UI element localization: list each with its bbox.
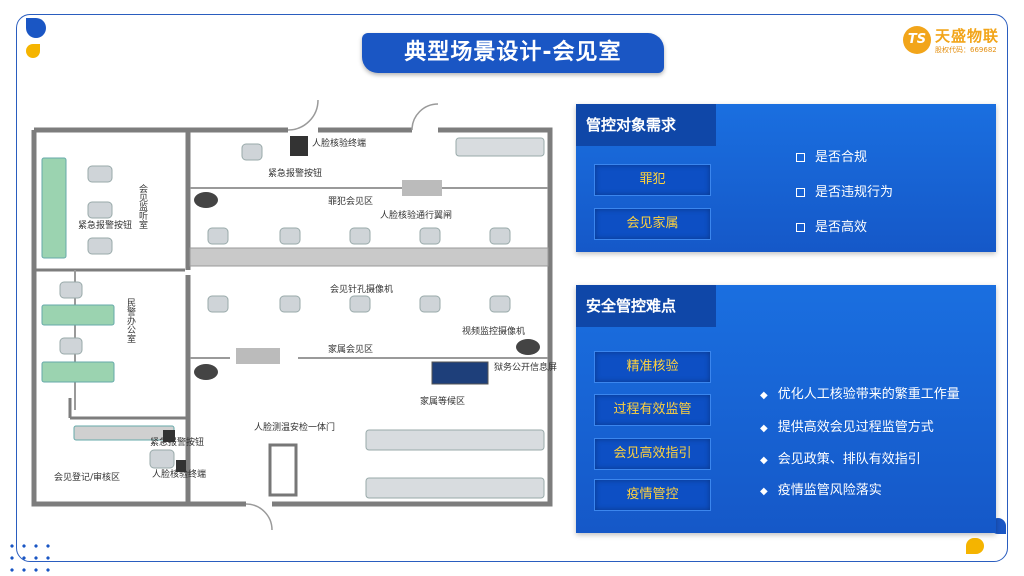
label-alarm-left: 紧急报警按钮 xyxy=(78,219,132,231)
label-face-terminal-bottom: 人脸核验终端 xyxy=(152,468,206,480)
sofas xyxy=(365,137,545,499)
tag-accurate-verification: 精准核验 xyxy=(594,351,711,383)
diamond-bullet-icon: ◆ xyxy=(760,455,768,466)
list-item: ◆提供高效会见过程监管方式 xyxy=(760,420,934,435)
label-temp-gate: 人脸测温安检一体门 xyxy=(254,421,335,433)
page-title: 典型场景设计-会见室 xyxy=(362,33,664,73)
label-family-area: 家属会见区 xyxy=(328,343,373,355)
corner-decoration xyxy=(26,18,46,38)
corner-decoration xyxy=(26,44,40,58)
list-item: ◆会见政策、排队有效指引 xyxy=(760,452,921,467)
square-bullet-icon xyxy=(796,223,805,232)
corner-decoration xyxy=(966,538,984,554)
control-requirements-panel: 管控对象需求 罪犯 会见家属 是否合规 是否违规行为 是否高效 xyxy=(576,104,996,252)
chairs xyxy=(59,143,511,469)
label-monitor-room: 会见监听室 xyxy=(137,183,148,229)
slide-frame xyxy=(16,14,1008,562)
logo-code: 股权代码：669682 xyxy=(935,46,997,54)
tag-criminal: 罪犯 xyxy=(594,164,711,196)
diamond-bullet-icon: ◆ xyxy=(760,390,768,401)
devices xyxy=(163,136,540,497)
company-logo: TS 天盛物联 股权代码：669682 xyxy=(903,24,1013,60)
label-waiting-area: 家属等候区 xyxy=(420,395,465,407)
doors xyxy=(245,100,439,531)
label-alarm-top: 紧急报警按钮 xyxy=(268,167,322,179)
partition-desk xyxy=(189,247,549,267)
tag-efficient-guidance: 会见高效指引 xyxy=(594,438,711,470)
tag-family: 会见家属 xyxy=(594,208,711,240)
label-police-office: 民警办公室 xyxy=(125,298,136,343)
diamond-bullet-icon: ◆ xyxy=(760,423,768,434)
walls xyxy=(31,127,553,507)
floor-plan: 人脸核验终端 紧急报警按钮 罪犯会见区 人脸核验通行翼闸 会见监听室 紧急报警按… xyxy=(31,100,557,531)
label-video-camera: 视频监控摄像机 xyxy=(462,325,525,337)
plan-labels: 人脸核验终端 紧急报警按钮 罪犯会见区 人脸核验通行翼闸 会见监听室 紧急报警按… xyxy=(54,137,557,483)
logo-name: 天盛物联 xyxy=(935,27,1000,45)
square-bullet-icon xyxy=(796,188,805,197)
list-item: 是否合规 xyxy=(796,146,867,165)
label-info-screen: 狱务公开信息屏 xyxy=(494,361,557,373)
list-item: 是否高效 xyxy=(796,216,867,235)
security-difficulties-panel: 安全管控难点 精准核验 过程有效监管 会见高效指引 疫情管控 ◆优化人工核验带来… xyxy=(576,285,996,533)
label-alarm-bottom: 紧急报警按钮 xyxy=(150,436,204,448)
panel-heading: 安全管控难点 xyxy=(576,285,716,327)
panel-heading: 管控对象需求 xyxy=(576,104,716,146)
tag-epidemic-control: 疫情管控 xyxy=(594,479,711,511)
square-bullet-icon xyxy=(796,153,805,162)
dot-pattern xyxy=(6,540,56,574)
label-face-terminal-top: 人脸核验终端 xyxy=(312,137,366,149)
desks xyxy=(41,157,175,441)
diamond-bullet-icon: ◆ xyxy=(760,486,768,497)
label-criminal-area: 罪犯会见区 xyxy=(328,195,373,207)
label-face-gate: 人脸核验通行翼闸 xyxy=(380,209,452,221)
label-register-area: 会见登记/审核区 xyxy=(54,471,120,483)
tag-process-supervision: 过程有效监管 xyxy=(594,394,711,426)
list-item: ◆疫情监管风险落实 xyxy=(760,483,882,498)
list-item: 是否违规行为 xyxy=(796,181,893,200)
list-item: ◆优化人工核验带来的繁重工作量 xyxy=(760,387,960,402)
label-pinhole-camera: 会见针孔摄像机 xyxy=(330,283,393,295)
logo-mark: TS xyxy=(903,26,931,54)
